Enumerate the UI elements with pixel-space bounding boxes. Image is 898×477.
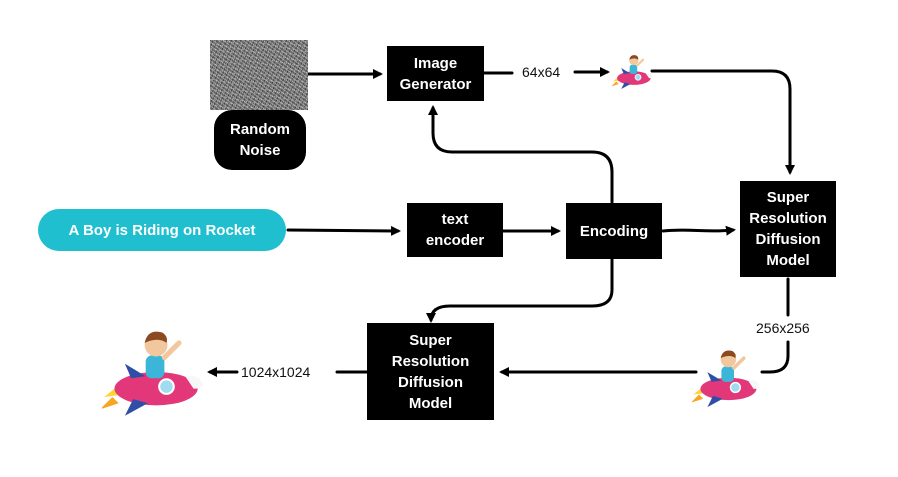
image-generator-node: Image Generator [387,46,484,101]
text-encoder-node: text encoder [407,203,503,257]
super-resolution-model-1: Super Resolution Diffusion Model [740,181,836,277]
label-1024x1024: 1024x1024 [241,364,311,380]
boy-riding-rocket-icon [692,350,760,408]
edge-encoding-to-generator [428,105,614,204]
edge-encoding-to-sr1 [661,225,736,236]
prompt-pill: A Boy is Riding on Rocket [38,209,286,251]
super-resolution-model-2: Super Resolution Diffusion Model [367,323,494,420]
random-noise-node: Random Noise [214,110,306,170]
boy-riding-rocket-icon [612,55,653,90]
label-256x256: 256x256 [756,320,810,336]
random-noise-image [210,40,308,110]
encoding-node: Encoding [566,203,662,259]
edge-prompt-to-text-encoder [286,225,401,236]
edge-encoding-to-sr2 [426,257,614,323]
label-64x64: 64x64 [522,64,561,80]
edge-64-image-to-sr1 [650,69,795,175]
edge-256-to-image [760,340,790,374]
boy-riding-rocket-icon [102,331,203,416]
